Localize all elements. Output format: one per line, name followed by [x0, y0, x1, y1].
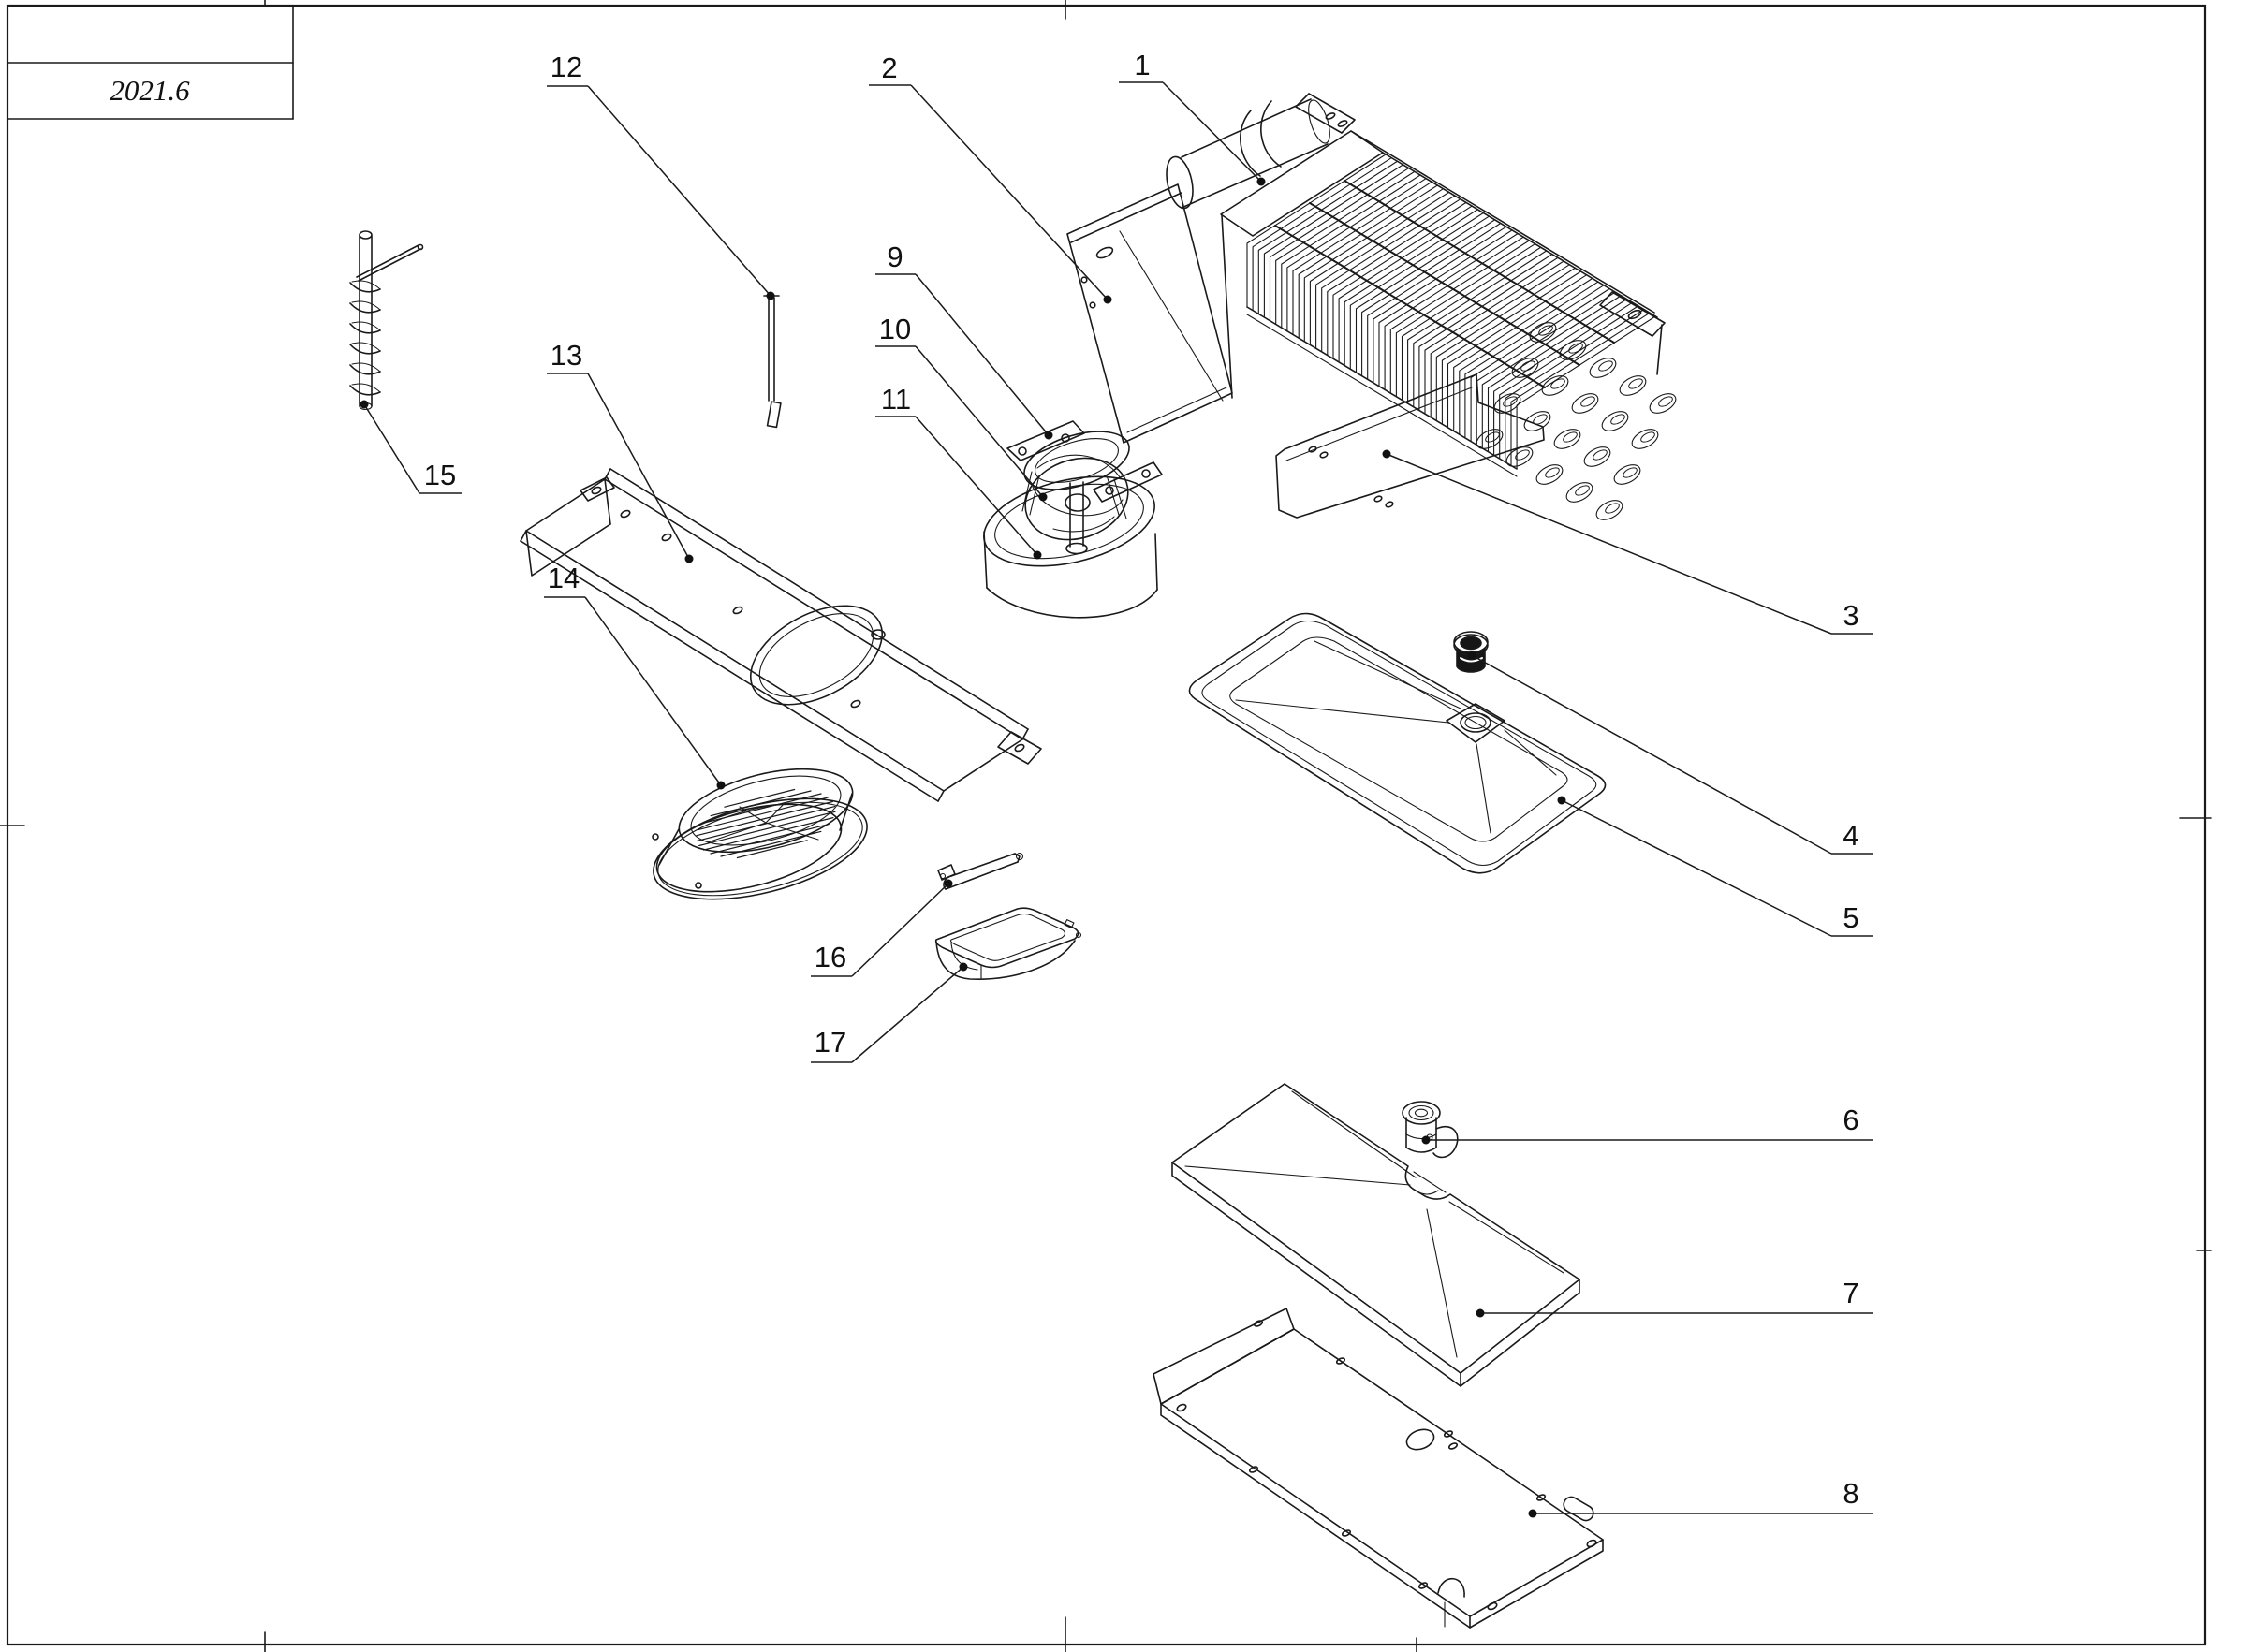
part-number: 16: [815, 941, 846, 973]
part-sensor-rod: [763, 295, 782, 429]
callout-3: 3: [1382, 449, 1872, 635]
callout-8: 8: [1528, 1477, 1872, 1518]
part-number: 2: [881, 51, 897, 84]
part-base-panel: [1153, 1308, 1604, 1629]
part-number: 6: [1843, 1104, 1858, 1136]
part-condensate-pan: [1171, 1083, 1580, 1387]
part-drain-pan: [1188, 612, 1607, 874]
leader-dot: [1033, 550, 1042, 560]
leader-dot: [1467, 651, 1476, 660]
accumulator-tube: [1166, 93, 1356, 210]
part-number: 10: [879, 313, 911, 345]
tube-bends: [1476, 322, 1677, 520]
callout-16: 16: [811, 879, 953, 977]
part-number: 15: [424, 459, 456, 491]
part-duct-panel: [520, 468, 1042, 802]
leader-dot: [1103, 295, 1112, 304]
part-number: 1: [1134, 49, 1150, 81]
part-number: 13: [551, 339, 582, 372]
callout-9: 9: [875, 241, 1053, 440]
fan-shroud-ring: [983, 475, 1158, 619]
leader-dot: [716, 781, 726, 790]
side-plate: [1066, 183, 1233, 444]
leader-dot: [684, 554, 694, 563]
callout-2: 2: [869, 51, 1112, 304]
part-number: 3: [1843, 599, 1858, 632]
leader-dot: [360, 400, 369, 409]
lower-bracket-plate: [1275, 373, 1545, 519]
leader-dot: [1044, 431, 1053, 440]
part-drip-tray: [934, 907, 1082, 980]
callout-17: 17: [811, 962, 968, 1063]
part-number: 8: [1843, 1477, 1858, 1510]
callout-13: 13: [547, 339, 694, 563]
title-block: 2021.6: [7, 5, 294, 120]
title-date: 2021.6: [110, 74, 190, 107]
callout-14: 14: [544, 562, 726, 790]
leader-dot: [1557, 796, 1566, 805]
callout-15: 15: [360, 400, 462, 494]
callout-6: 6: [1421, 1104, 1872, 1145]
part-number: 5: [1843, 901, 1858, 934]
part-evaporator-assembly: [1066, 93, 1677, 520]
callout-7: 7: [1476, 1277, 1872, 1318]
part-number: 12: [551, 51, 582, 83]
drain-fitting-upper: [1453, 631, 1489, 673]
part-number: 4: [1843, 819, 1858, 852]
coil-turns: [349, 280, 381, 396]
leader-dot: [1382, 449, 1391, 459]
leader-dot: [1256, 177, 1266, 186]
callout-1: 1: [1119, 49, 1266, 186]
callout-10: 10: [875, 313, 1048, 502]
leader-dot: [766, 291, 775, 300]
callout-11: 11: [875, 383, 1042, 560]
part-number: 7: [1843, 1277, 1858, 1309]
leader-dot: [944, 879, 953, 888]
part-number: 9: [887, 241, 903, 273]
part-number: 14: [548, 562, 580, 594]
leader-dot: [959, 962, 968, 972]
leader-dot: [1528, 1509, 1537, 1518]
leader-dot: [1476, 1308, 1485, 1318]
part-heater-coil: [349, 230, 424, 411]
part-number: 17: [815, 1026, 846, 1059]
part-number: 11: [881, 383, 911, 416]
fin-pack: [1246, 154, 1656, 470]
callout-12: 12: [547, 51, 775, 300]
leader-dot: [1038, 492, 1048, 502]
grille-bars: [696, 788, 836, 859]
callout-5: 5: [1557, 796, 1872, 937]
drain-fitting-lower: [1402, 1101, 1459, 1159]
callout-4: 4: [1467, 651, 1872, 855]
part-grille-ring: [652, 768, 868, 900]
leader-dot: [1421, 1135, 1431, 1145]
